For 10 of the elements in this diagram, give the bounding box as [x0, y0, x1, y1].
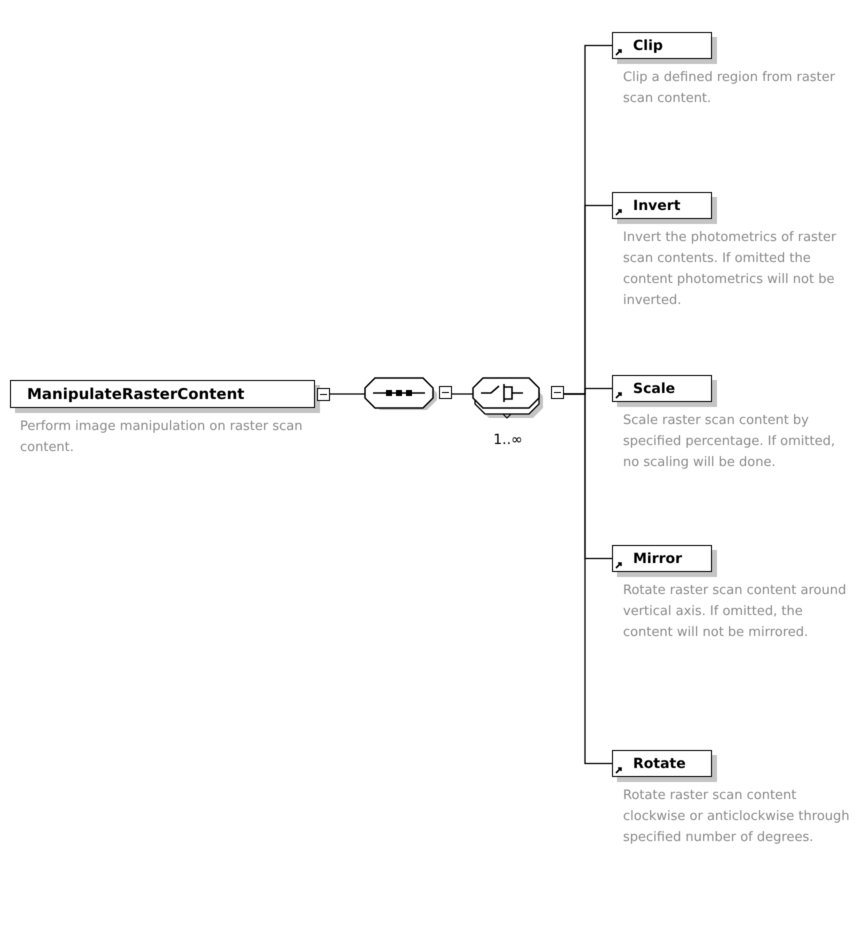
description-text: Invert the photometrics of raster scan contents. If omitted the content photometrics will not be inverted. [623, 229, 838, 310]
description-text: Clip a defined region from raster scan content. [623, 69, 836, 108]
connector-line [452, 393, 473, 395]
connector-line [564, 393, 612, 764]
description-text: Perform image manipulation on raster scan content. [20, 418, 304, 457]
description-text: Rotate raster scan content around vertical axis. If omitted, the content will not be mirrored. [623, 582, 848, 642]
description-text: Rotate raster scan content clockwise or anticlockwise through specified number of degrees. [623, 787, 850, 847]
occurrence-label: 1..∞ [492, 431, 524, 450]
description-text: Scale raster scan content by specified percentage. If omitted, no scaling will be done. [623, 412, 836, 472]
connector-line [330, 393, 365, 395]
